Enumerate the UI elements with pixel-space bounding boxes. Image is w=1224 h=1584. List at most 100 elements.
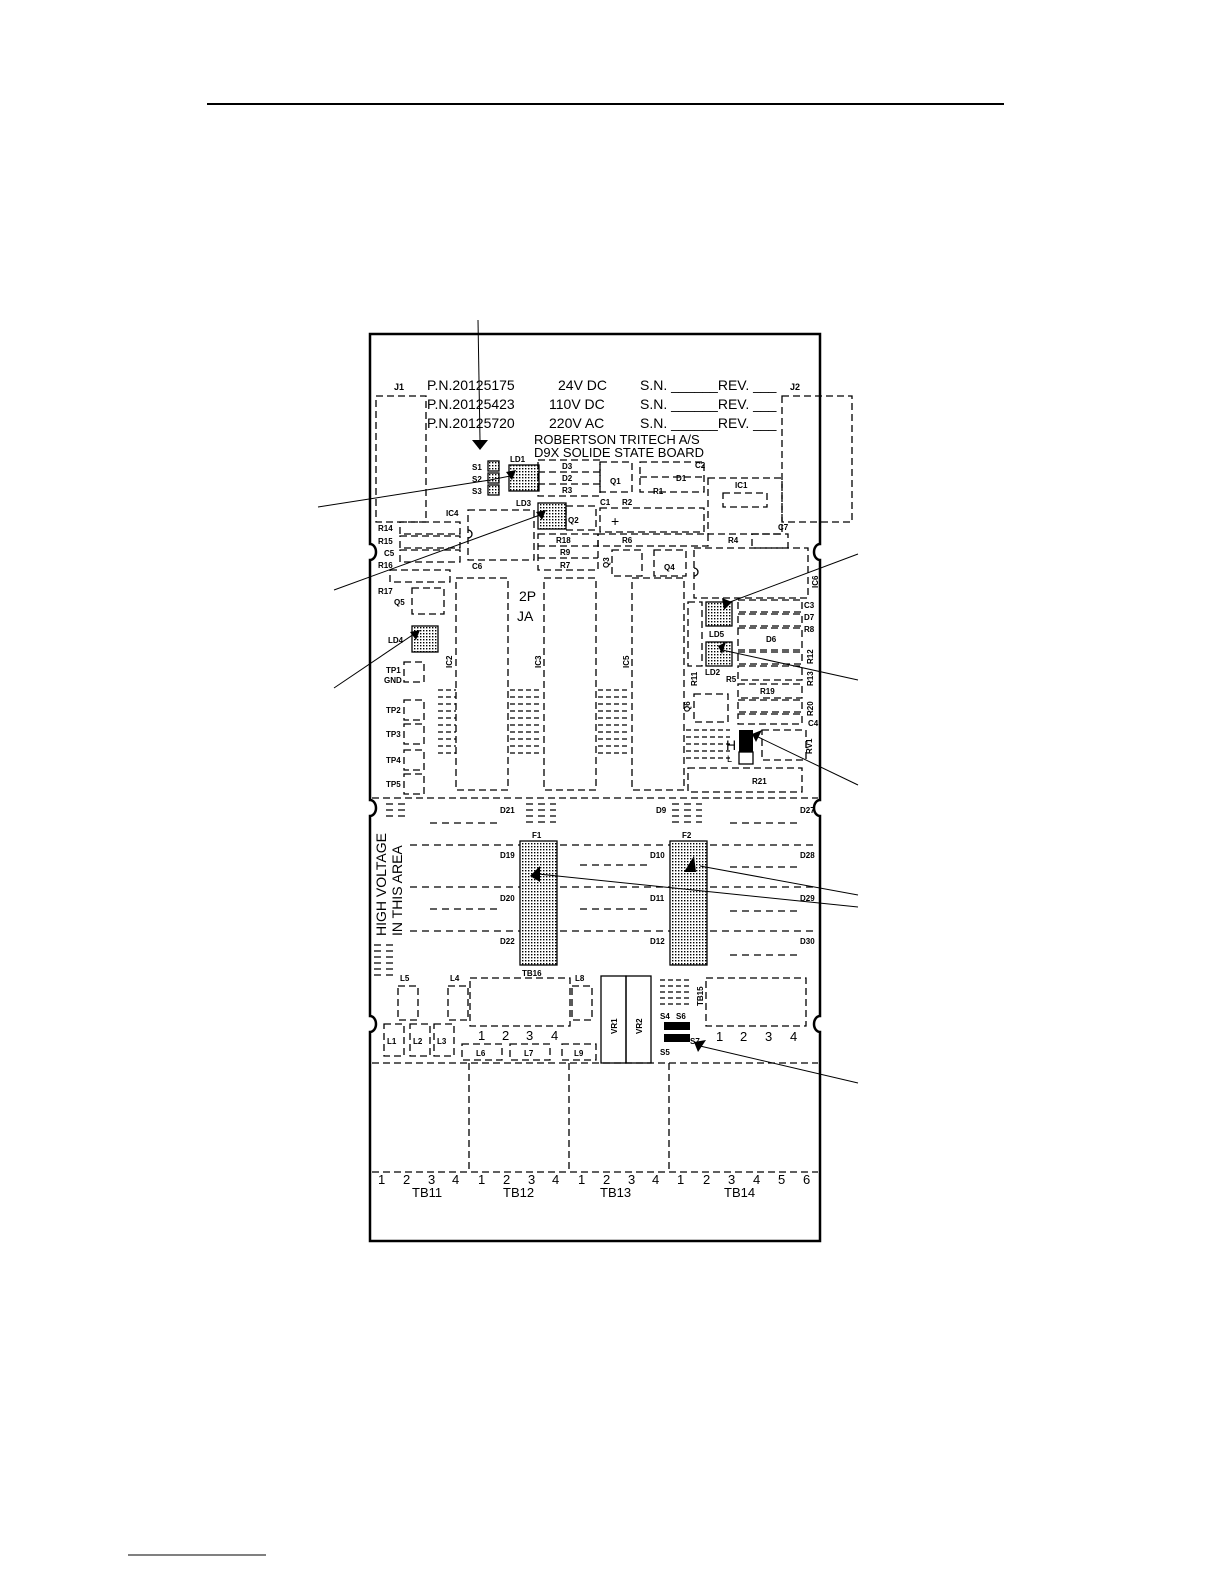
tb13-pin-1: 1 <box>578 1172 585 1187</box>
label-d3: D3 <box>562 462 573 471</box>
tb15-pin-3: 3 <box>765 1029 772 1044</box>
connector-j1 <box>375 395 427 523</box>
label-r5: R5 <box>726 675 737 684</box>
bottom-components: L5 L4 L1 L2 L3 TB16 1 2 3 4 L6 L7 L9 L8 … <box>383 969 807 1064</box>
label-r2: R2 <box>622 498 633 507</box>
switch-s5-s7 <box>664 1034 690 1042</box>
stamp-text: 2P <box>519 588 536 604</box>
label-d21: D21 <box>500 806 515 815</box>
ic-ic3 <box>543 577 597 791</box>
label-r19: R19 <box>760 687 775 696</box>
label-r16: R16 <box>378 561 393 570</box>
tb11-pin-1: 1 <box>378 1172 385 1187</box>
label-l5: L5 <box>400 974 410 983</box>
label-l6: L6 <box>476 1049 486 1058</box>
tb14-pin-5: 5 <box>778 1172 785 1187</box>
label-d19: D19 <box>500 851 515 860</box>
tb13-pin-2: 2 <box>603 1172 610 1187</box>
label-f2: F2 <box>682 831 692 840</box>
board-outline <box>368 332 822 1243</box>
label-r4: R4 <box>728 536 739 545</box>
label-d10: D10 <box>650 851 665 860</box>
label-r13: R13 <box>806 671 815 686</box>
label-c5: C5 <box>384 549 395 558</box>
tb13-label: TB13 <box>600 1185 631 1200</box>
label-r17: R17 <box>378 587 393 596</box>
label-r6: R6 <box>622 536 633 545</box>
label-r7: R7 <box>560 561 571 570</box>
label-ic5: IC5 <box>622 655 631 668</box>
label-q2: Q2 <box>568 516 579 525</box>
transistor-q6 <box>693 693 729 723</box>
label-r8: R8 <box>804 625 815 634</box>
label-tp4: TP4 <box>386 756 401 765</box>
sn-2: S.N. ______REV. ___ <box>640 396 777 412</box>
label-l8: L8 <box>575 974 585 983</box>
tb16-pin-3: 3 <box>526 1028 533 1043</box>
label-ld5: LD5 <box>709 630 725 639</box>
tb11-label: TB11 <box>412 1185 442 1200</box>
label-ld4: LD4 <box>388 636 404 645</box>
tb13-pin-3: 3 <box>628 1172 635 1187</box>
label-ic1: IC1 <box>735 481 748 490</box>
label-d12: D12 <box>650 937 665 946</box>
ic-ic6 <box>693 547 809 599</box>
tb16-pin-2: 2 <box>502 1028 509 1043</box>
transistor-q5 <box>411 587 445 615</box>
label-h: H <box>726 737 736 753</box>
label-q3: Q3 <box>602 557 611 568</box>
label-s4: S4 <box>660 1012 670 1021</box>
label-d1: D1 <box>676 474 687 483</box>
label-vr1: VR1 <box>610 1018 619 1034</box>
label-tb15: TB15 <box>696 986 705 1006</box>
label-l3: L3 <box>437 1037 447 1046</box>
hv-warning-line1: HIGH VOLTAGE <box>373 833 389 936</box>
tb12-pin-2: 2 <box>503 1172 510 1187</box>
board-name: D9X SOLIDE STATE BOARD <box>534 445 704 460</box>
pn-3: P.N.20125720 <box>427 415 515 431</box>
label-r14: R14 <box>378 524 393 533</box>
tb14-pin-4: 4 <box>753 1172 760 1187</box>
label-ic2: IC2 <box>445 655 454 668</box>
tb12-label: TB12 <box>503 1185 534 1200</box>
tb11-pin-3: 3 <box>428 1172 435 1187</box>
resistor-stack-left: R14 R15 C5 R16 R17 C6 <box>378 521 483 596</box>
switch-s1 <box>487 460 500 472</box>
transistor-q3 <box>611 549 643 577</box>
tb14-label: TB14 <box>724 1185 755 1200</box>
tb14-pin-1: 1 <box>677 1172 684 1187</box>
hl-switch <box>739 730 753 752</box>
terminal-tb15 <box>705 977 807 1027</box>
tb14-pin-2: 2 <box>703 1172 710 1187</box>
label-f1: F1 <box>532 831 542 840</box>
voltage-3: 220V AC <box>549 415 604 431</box>
tb11-pin-4: 4 <box>452 1172 459 1187</box>
label-q1: Q1 <box>610 477 621 486</box>
ic-ic1 <box>707 477 783 535</box>
label-d20: D20 <box>500 894 515 903</box>
resistor-r21 <box>687 767 803 793</box>
tb16-pin-4: 4 <box>551 1028 558 1043</box>
label-q4: Q4 <box>664 563 675 572</box>
label-tp5: TP5 <box>386 780 401 789</box>
label-d28: D28 <box>800 851 815 860</box>
label-ld2: LD2 <box>705 668 721 677</box>
varistor-vr2 <box>625 975 652 1064</box>
tb11-pin-2: 2 <box>403 1172 410 1187</box>
label-s3: S3 <box>472 487 482 496</box>
sn-3: S.N. ______REV. ___ <box>640 415 777 431</box>
label-l: L <box>727 754 732 764</box>
label-vr2: VR2 <box>635 1018 644 1034</box>
label-rv1: RV1 <box>805 738 814 754</box>
tb12-pin-4: 4 <box>552 1172 559 1187</box>
label-d29: D29 <box>800 894 815 903</box>
label-r1: R1 <box>653 487 664 496</box>
terminal-blocks: 1 2 3 4 TB11 1 2 3 4 TB12 1 2 3 4 TB13 1… <box>378 1172 810 1200</box>
label-d30: D30 <box>800 937 815 946</box>
switch-s4-s6 <box>664 1022 690 1030</box>
label-c3: C3 <box>804 601 815 610</box>
label-s2: S2 <box>472 475 482 484</box>
label-r3: R3 <box>562 486 573 495</box>
transistor-q1 <box>599 461 633 493</box>
ic-ic2 <box>455 577 509 791</box>
